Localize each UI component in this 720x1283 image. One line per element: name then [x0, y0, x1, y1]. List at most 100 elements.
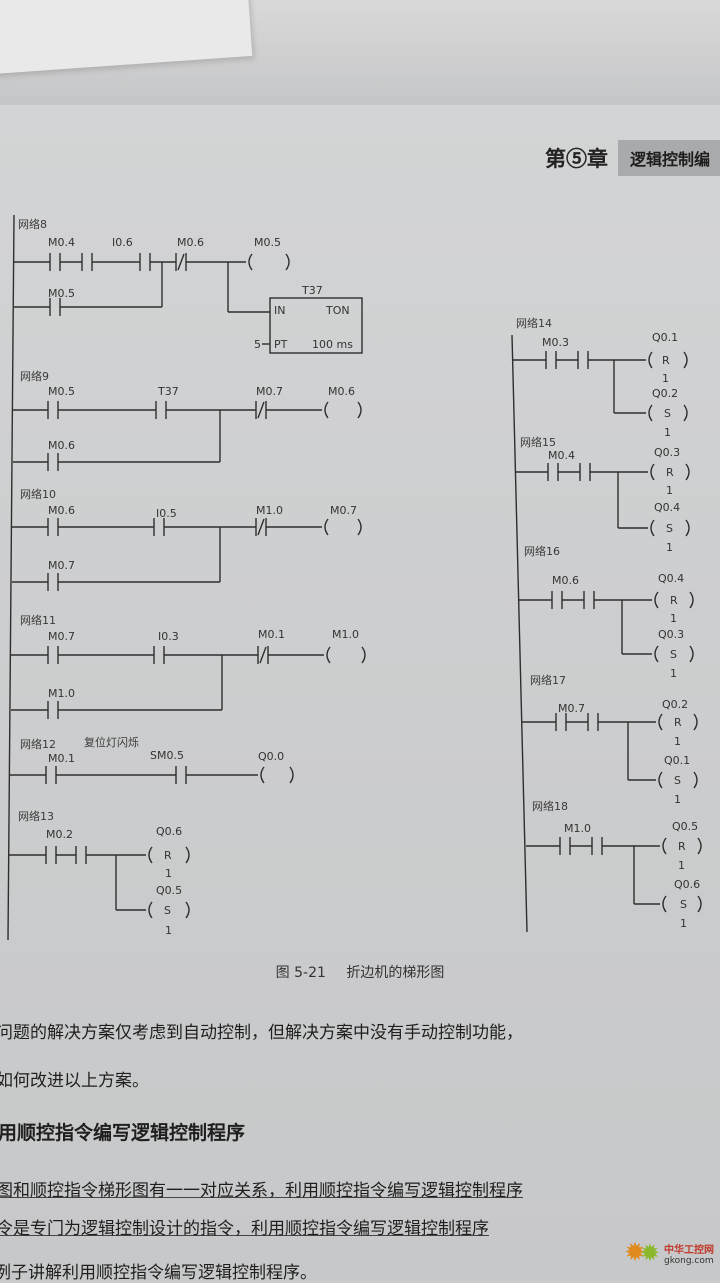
coil-label: M1.0 [332, 628, 359, 641]
book-page [0, 105, 720, 1280]
contact-label: M0.7 [48, 559, 75, 572]
coil-type: R [666, 466, 674, 479]
watermark: ✹ ✹ 中华工控网 gkong.com [624, 1240, 714, 1266]
contact-label: M0.6 [552, 574, 579, 587]
contact-label: M1.0 [564, 822, 591, 835]
coil-type: R [662, 354, 670, 367]
coil-label: Q0.5 [156, 884, 182, 897]
body-paragraph-line: 图和顺控指令梯形图有一一对应关系，利用顺控指令编写逻辑控制程序 [0, 1181, 523, 1201]
network-label: 网络17 [530, 673, 566, 687]
coil-count: 1 [680, 917, 687, 930]
contact-label: I0.6 [112, 236, 133, 249]
body-paragraph-line: 例子讲解利用顺控指令编写逻辑控制程序。 [0, 1263, 317, 1283]
coil-label: Q0.1 [664, 754, 690, 767]
network-11 [11, 646, 366, 719]
watermark-text: 中华工控网 [664, 1244, 714, 1256]
coil-count: 1 [664, 426, 671, 439]
contact-label: M0.4 [48, 236, 75, 249]
network-comment: 复位灯闪烁 [84, 735, 139, 749]
coil-label: Q0.6 [674, 878, 700, 891]
network-15 [516, 463, 690, 537]
chapter-title: 逻辑控制编 [617, 140, 720, 176]
figure-title: 折边机的梯形图 [346, 965, 445, 981]
gear-icon: ✹ [639, 1239, 660, 1267]
body-paragraph-line: 问题的解决方案仅考虑到自动控制，但解决方案中没有手动控制功能， [0, 1023, 523, 1043]
timer-type-label: TON [325, 304, 350, 317]
coil-type: R [678, 840, 686, 853]
network-10 [12, 518, 362, 591]
coil-label: Q0.0 [258, 750, 284, 763]
figure-caption: 图 5-21 折边机的梯形图 [0, 962, 720, 982]
coil-type: S [664, 407, 671, 420]
coil-count: 1 [666, 484, 673, 497]
gear-icon: ✹ [624, 1238, 646, 1268]
contact-label: M0.6 [177, 236, 204, 249]
coil-count: 1 [165, 867, 172, 880]
network-label: 网络16 [524, 544, 560, 558]
coil-count: 1 [165, 924, 172, 937]
coil-type: R [670, 594, 678, 607]
network-label: 网络10 [20, 487, 56, 501]
coil-label: Q0.6 [156, 825, 182, 838]
left-power-rail [7, 214, 15, 941]
coil-count: 1 [662, 372, 669, 385]
coil-type: S [670, 648, 677, 661]
network-label: 网络12 [20, 737, 56, 751]
coil-type: S [674, 774, 681, 787]
coil-label: Q0.2 [652, 387, 678, 400]
contact-label: SM0.5 [150, 749, 184, 762]
figure-number: 图 5-21 [275, 965, 326, 981]
coil-label: Q0.4 [654, 501, 680, 514]
coil-label: Q0.3 [654, 446, 680, 459]
coil-type: S [164, 904, 171, 917]
coil-type: S [680, 898, 687, 911]
coil-label: Q0.2 [662, 698, 688, 711]
contact-label: M0.6 [48, 504, 75, 517]
coil-count: 1 [670, 612, 677, 625]
contact-label: I0.5 [156, 507, 177, 520]
section-heading: 用顺控指令编写逻辑控制程序 [0, 1122, 246, 1144]
network-label: 网络15 [520, 435, 556, 449]
coil-count: 1 [666, 541, 673, 554]
coil-count: 1 [674, 735, 681, 748]
timer-resolution: 100 ms [312, 338, 353, 351]
contact-label: M0.7 [48, 630, 75, 643]
contact-label: M0.7 [558, 702, 585, 715]
contact-label: M0.7 [256, 385, 283, 398]
coil-label: M0.7 [330, 504, 357, 517]
network-label: 网络11 [20, 613, 56, 627]
contact-label: M0.4 [548, 449, 575, 462]
contact-label: M0.3 [542, 336, 569, 349]
contact-label: M0.1 [258, 628, 285, 641]
coil-count: 1 [678, 859, 685, 872]
coil-count: 1 [674, 793, 681, 806]
contact-label: T37 [157, 385, 179, 398]
coil-type: S [666, 522, 673, 535]
chapter-number: 第⑤章 [544, 146, 608, 171]
network-16 [519, 591, 694, 663]
contact-label: M1.0 [48, 687, 75, 700]
coil-type: R [674, 716, 682, 729]
watermark-url: gkong.com [664, 1255, 714, 1266]
coil-count: 1 [670, 667, 677, 680]
coil-label: Q0.4 [658, 572, 684, 585]
network-9 [13, 401, 362, 471]
contact-label: M0.1 [48, 752, 75, 765]
coil-label: Q0.3 [658, 628, 684, 641]
timer-name: T37 [301, 284, 323, 297]
coil-label: Q0.1 [652, 331, 678, 344]
timer-in-label: IN [274, 304, 285, 317]
contact-label: M1.0 [256, 504, 283, 517]
coil-label: M0.5 [254, 236, 281, 249]
network-label: 网络14 [516, 316, 552, 330]
contact-label: M0.2 [46, 828, 73, 841]
network-12 [10, 766, 294, 784]
network-14 [513, 351, 688, 422]
contact-label: M0.5 [48, 385, 75, 398]
network-label: 网络18 [532, 799, 568, 813]
contact-label: M0.5 [48, 287, 75, 300]
coil-type: R [164, 849, 172, 862]
chapter-header: 第⑤章 逻辑控制编 [545, 140, 720, 176]
network-label: 网络8 [18, 217, 47, 231]
